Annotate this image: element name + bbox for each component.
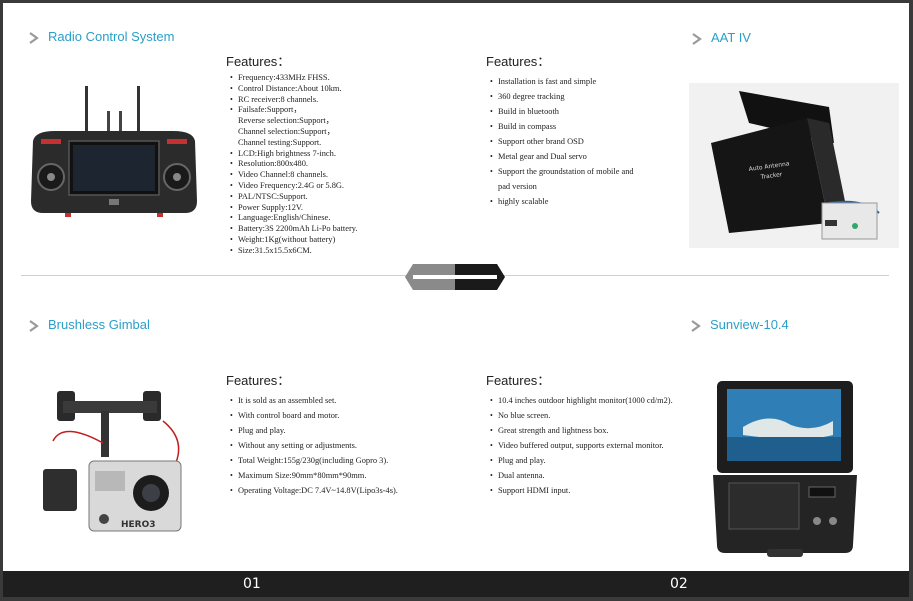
feature-item: Build in compass — [489, 119, 634, 134]
feature-list-gimbal: It is sold as an assembled set.With cont… — [229, 393, 398, 498]
feature-item: With control board and motor. — [229, 408, 398, 423]
chevron-right-icon — [29, 319, 39, 332]
gimbal-image: HERO3 — [43, 391, 182, 532]
page-number-left: 01 — [243, 576, 261, 592]
feature-item: Installation is fast and simple — [489, 74, 634, 89]
feature-item: Operating Voltage:DC 7.4V~14.8V(Lipo3s-4… — [229, 483, 398, 498]
feature-item: highly scalable — [489, 194, 634, 209]
feature-item: Plug and play. — [229, 423, 398, 438]
antenna-tracker-image: Auto Antenna Tracker — [689, 83, 899, 248]
section-title-radio-control: Radio Control System — [29, 29, 174, 44]
page-number-right: 02 — [670, 576, 688, 592]
feature-item: No blue screen. — [489, 408, 673, 423]
feature-item: Build in bluetooth — [489, 104, 634, 119]
features-heading-sunview: Features： — [486, 373, 551, 388]
feature-item: LCD:High brightness 7-inch. — [229, 149, 357, 160]
section-title-sunview: Sunview-10.4 — [691, 317, 789, 332]
feature-item: Weight:1Kg(without battery) — [229, 235, 357, 246]
section-title-aat: AAT IV — [692, 30, 751, 45]
feature-item: Size:31.5x15.5x6CM. — [229, 246, 357, 257]
feature-item: PAL/NTSC:Support. — [229, 192, 357, 203]
feature-item: Metal gear and Dual servo — [489, 149, 634, 164]
svg-text:HERO3: HERO3 — [121, 520, 156, 530]
feature-item: Support the groundstation of mobile and — [489, 164, 634, 179]
sunview-monitor-image — [713, 381, 857, 557]
feature-item: Reverse selection:Support， — [238, 116, 335, 126]
chevron-right-icon — [692, 32, 702, 45]
feature-item: Resolution:800x480. — [229, 159, 357, 170]
feature-item: pad version — [498, 182, 537, 191]
feature-item: Language:English/Chinese. — [229, 213, 357, 224]
feature-item: Video Channel:8 channels. — [229, 170, 357, 181]
feature-item: Battery:3S 2200mAh Li-Po battery. — [229, 224, 357, 235]
feature-list-sunview: 10.4 inches outdoor highlight monitor(10… — [489, 393, 673, 498]
feature-item: Power Supply:12V. — [229, 203, 357, 214]
feature-item: RC receiver:8 channels. — [229, 95, 357, 106]
feature-item: Control Distance:About 10km. — [229, 84, 357, 95]
feature-item: 10.4 inches outdoor highlight monitor(10… — [489, 393, 673, 408]
catalog-page: Radio Control System Features： Frequency… — [3, 3, 909, 597]
feature-item: Failsafe:Support， — [229, 105, 357, 116]
feature-item: Without any setting or adjustments. — [229, 438, 398, 453]
divider-badge-icon — [405, 264, 505, 290]
feature-item: Maximum Size:90mm*80mm*90mm. — [229, 468, 398, 483]
page-footer: 01 02 — [3, 571, 909, 597]
radio-controller-image — [31, 86, 197, 217]
feature-item: Plug and play. — [489, 453, 673, 468]
feature-list-aat: Installation is fast and simple360 degre… — [489, 74, 634, 209]
feature-item: Frequency:433MHz FHSS. — [229, 73, 357, 84]
chevron-right-icon — [691, 319, 701, 332]
feature-item: Support HDMI input. — [489, 483, 673, 498]
feature-item: Channel selection:Support， — [238, 126, 335, 136]
feature-item: 360 degree tracking — [489, 89, 634, 104]
feature-item: Video buffered output, supports external… — [489, 438, 673, 453]
feature-list-radio: Frequency:433MHz FHSS.Control Distance:A… — [229, 73, 357, 257]
feature-item: Total Weight:155g/230g(including Gopro 3… — [229, 453, 398, 468]
feature-item: Great strength and lightness box. — [489, 423, 673, 438]
feature-item: Channel testing:Support. — [238, 137, 322, 147]
features-heading-aat: Features： — [486, 54, 551, 69]
section-title-gimbal: Brushless Gimbal — [29, 317, 150, 332]
feature-item: Video Frequency:2.4G or 5.8G. — [229, 181, 357, 192]
chevron-right-icon — [29, 31, 39, 44]
svg-text:Tracker: Tracker — [759, 171, 783, 181]
feature-item: It is sold as an assembled set. — [229, 393, 398, 408]
feature-item: Dual antenna. — [489, 468, 673, 483]
features-heading-radio: Features： — [226, 54, 291, 69]
features-heading-gimbal: Features： — [226, 373, 291, 388]
feature-item: Support other brand OSD — [489, 134, 634, 149]
